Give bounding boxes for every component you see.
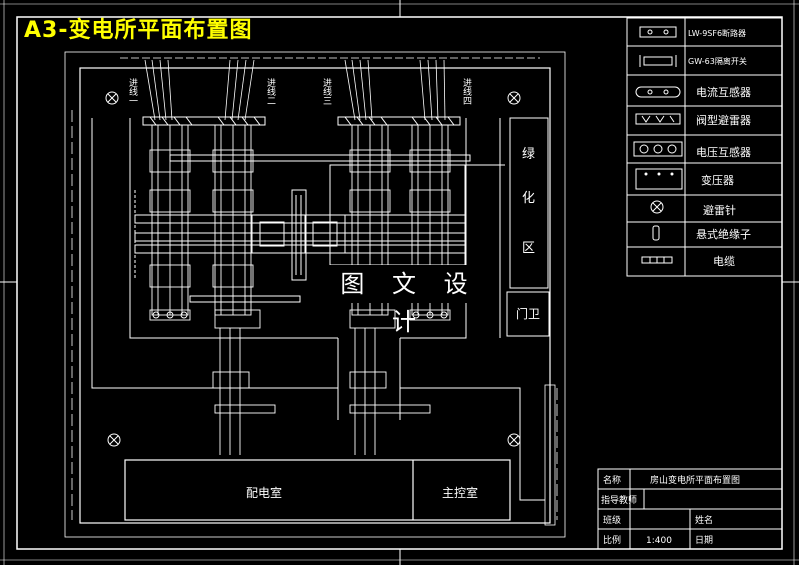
main-control-room-label: 主控室 <box>442 485 478 500</box>
lightning-rods <box>105 91 521 447</box>
legend-label-arrester: 阀型避雷器 <box>696 113 751 127</box>
watermark: 图 文 设 计 <box>324 265 494 336</box>
busbars <box>134 190 466 280</box>
sheet-title: A3-变电所平面布置图 <box>24 18 253 43</box>
legend-label-insulator: 悬式绝缘子 <box>696 227 751 241</box>
incoming-line-label-1: 进线一 <box>127 78 138 105</box>
title-block-class-label: 班级 <box>603 514 621 526</box>
equipment-bays <box>149 124 451 316</box>
incoming-line-labels: 进线一 进线二 进线三 进线四 <box>127 78 472 105</box>
equipment-supports <box>149 309 451 329</box>
cable-icon <box>641 256 673 264</box>
green-area-zone <box>506 117 550 337</box>
green-area-char-1: 绿 <box>522 147 535 162</box>
legend-label-current-transformer: 电流互感器 <box>696 85 751 99</box>
incoming-line-label-3: 进线三 <box>321 78 332 105</box>
isolator-switch-icon <box>639 55 677 67</box>
legend-label-voltage-transformer: 电压互感器 <box>696 146 751 159</box>
incoming-line-label-2: 进线二 <box>265 78 276 105</box>
title-block-date-label: 日期 <box>695 535 713 546</box>
legend-label-transformer: 变压器 <box>701 173 734 187</box>
distribution-room-label: 配电室 <box>246 485 282 500</box>
valve-arrester-icon <box>635 113 681 125</box>
legend-label-cable: 电缆 <box>713 255 735 268</box>
title-block-scale-label: 比例 <box>603 534 621 546</box>
gate-label: 门卫 <box>516 306 540 321</box>
lightning-rod-icon <box>650 200 664 214</box>
title-block-student-label: 姓名 <box>695 514 713 526</box>
outgoing-cables <box>212 328 431 455</box>
current-transformer-icon <box>635 86 681 98</box>
legend-label-breaker: LW-9SF6断路器 <box>688 28 746 38</box>
incoming-line-conductors <box>144 59 446 121</box>
title-block-name-value: 房山变电所平面布置图 <box>650 474 740 486</box>
green-area-char-3: 区 <box>522 241 535 256</box>
sf6-breaker-icon <box>639 26 677 38</box>
title-block-scale-value: 1:400 <box>646 536 672 546</box>
legend-label-lightning-rod: 避雷针 <box>703 203 736 217</box>
main-transformers <box>251 189 346 281</box>
incoming-line-label-4: 进线四 <box>461 78 472 105</box>
voltage-transformer-icon <box>633 141 683 157</box>
title-block-name-label: 名称 <box>603 474 621 486</box>
title-block-tutor-label: 指导教师 <box>601 494 637 506</box>
legend <box>626 17 783 277</box>
title-block <box>597 468 783 550</box>
transformer-icon <box>635 168 683 190</box>
substation-fence <box>64 51 566 538</box>
legend-label-isolator: GW-63隔离开关 <box>688 56 747 66</box>
suspension-insulator-icon <box>652 225 660 241</box>
buildings <box>124 459 511 521</box>
green-area-char-2: 化 <box>522 191 535 206</box>
